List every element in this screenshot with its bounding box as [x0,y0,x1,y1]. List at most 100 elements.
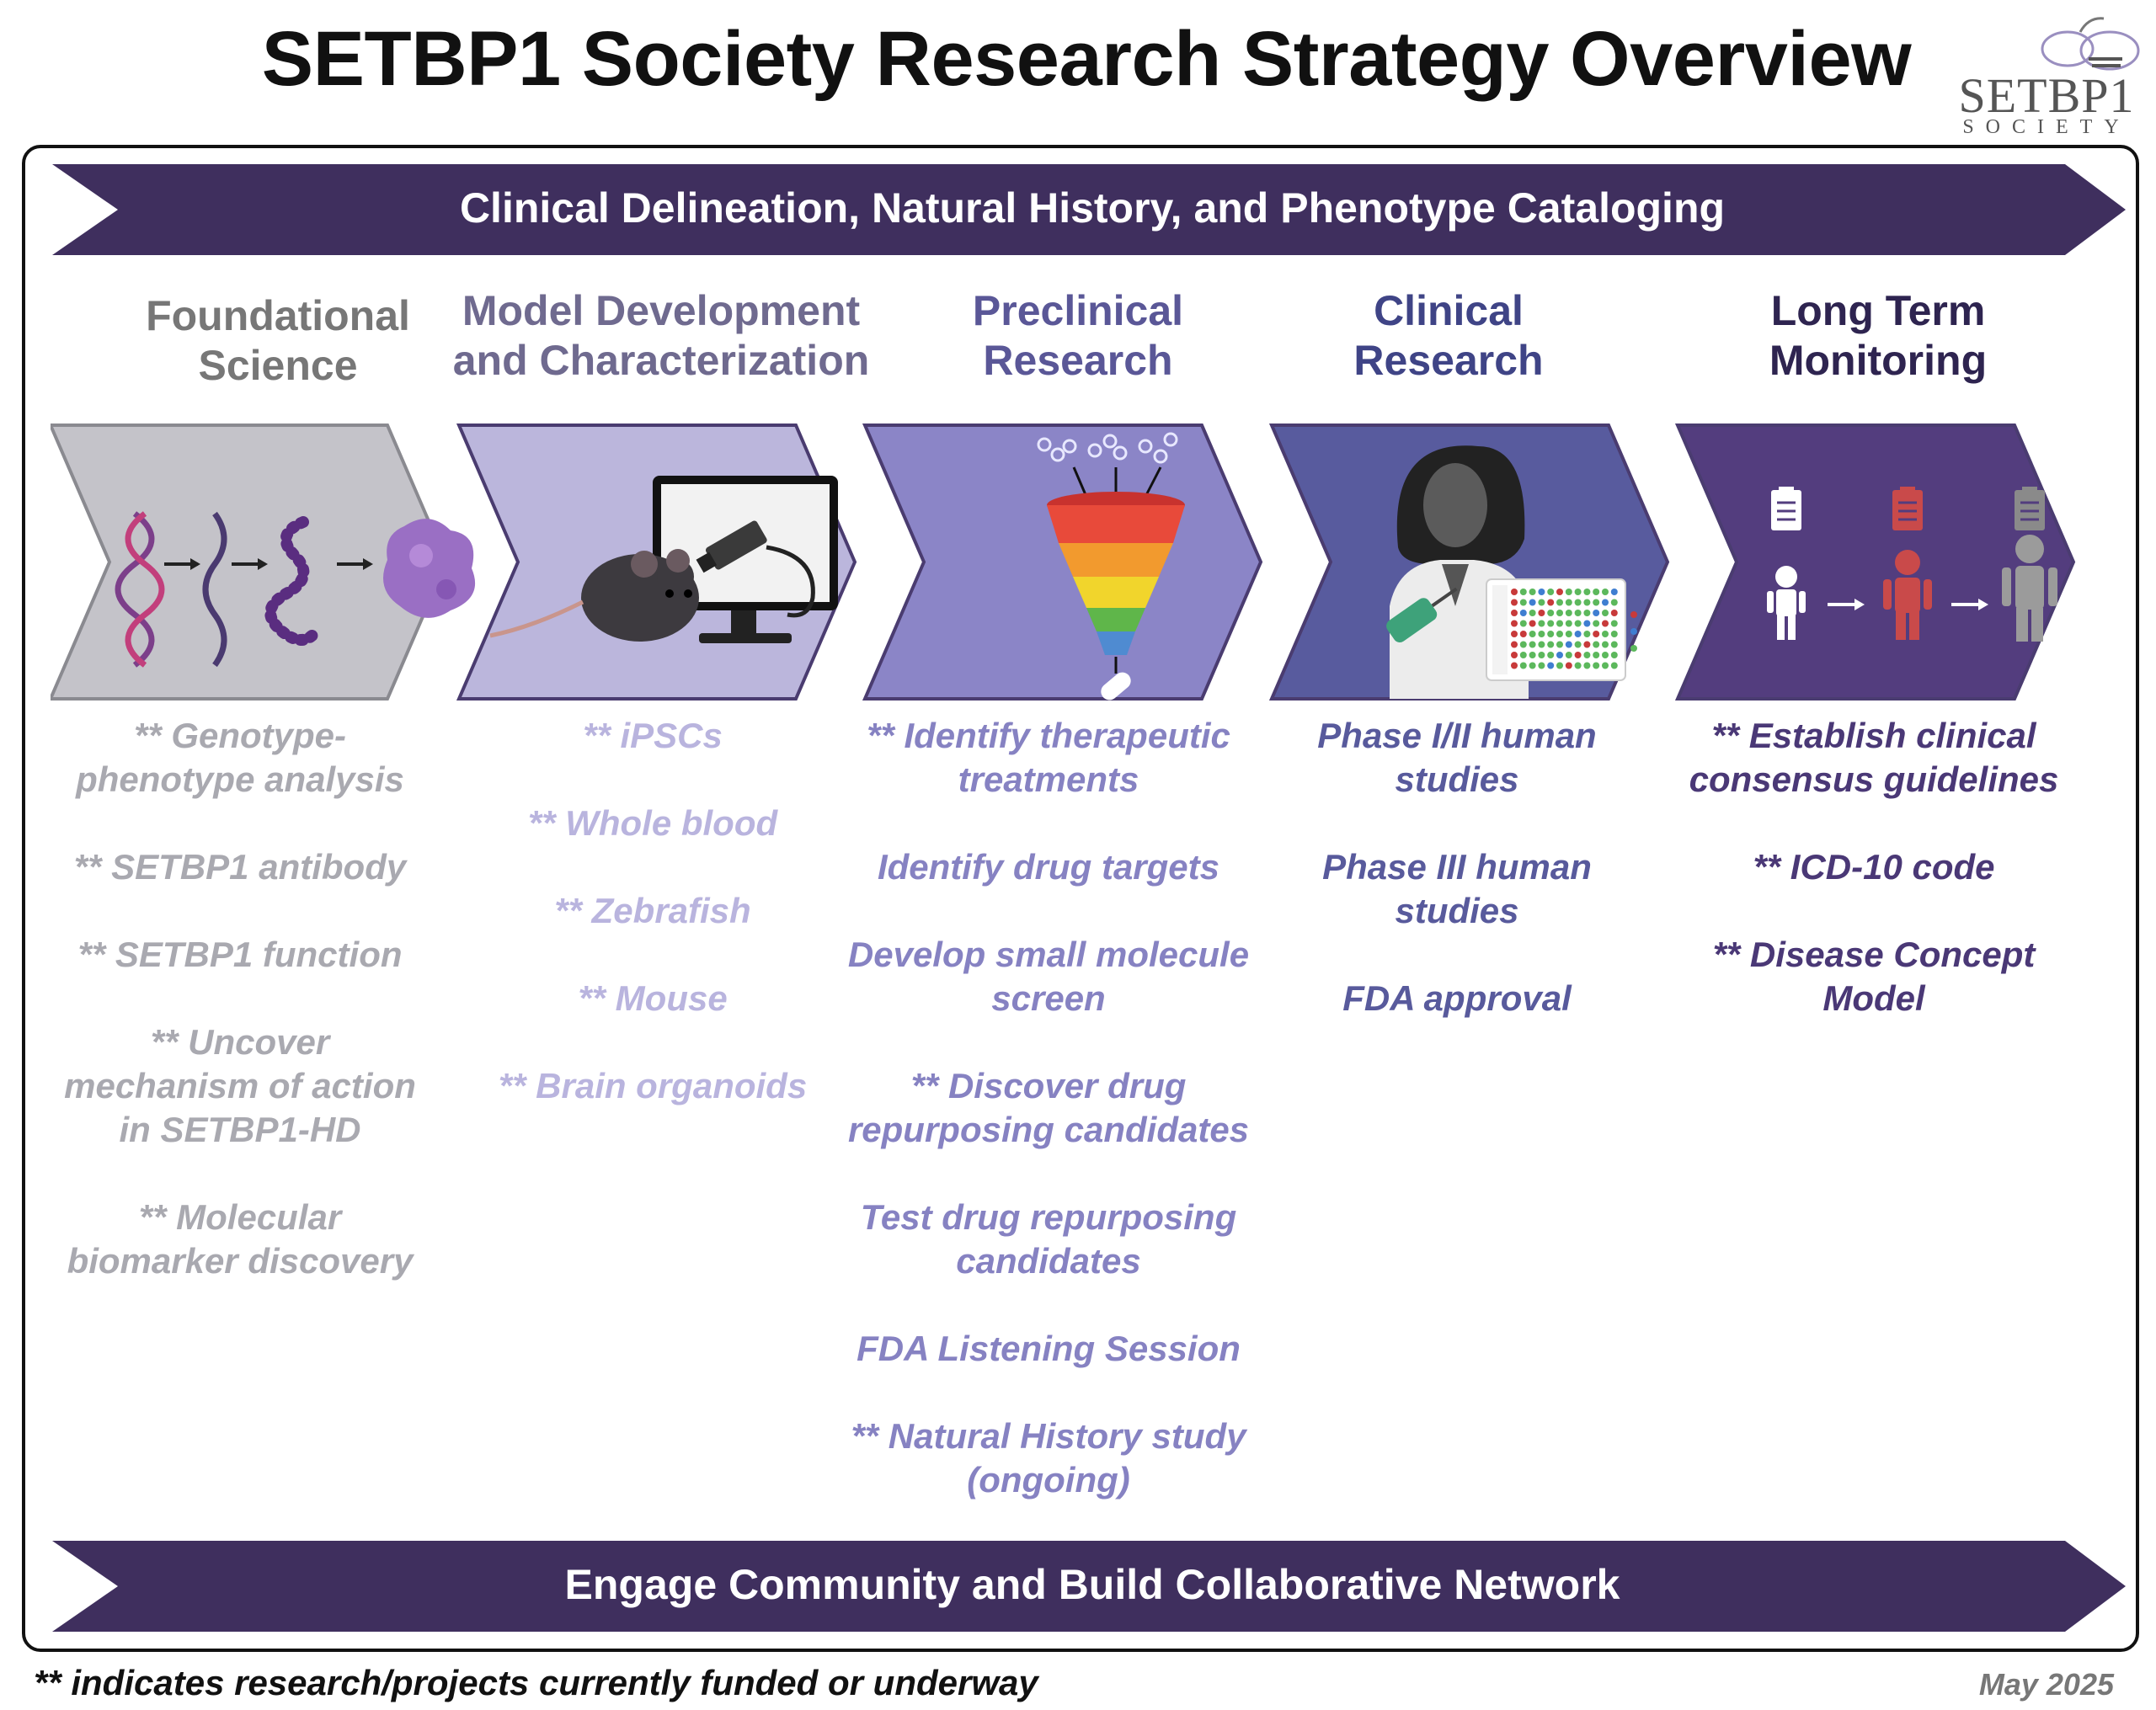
stage-title-clinical-research: Clinical Research [1353,287,1544,384]
plate-well [1565,599,1572,606]
plate-well [1538,620,1545,627]
plate-well [1538,641,1545,648]
clipboard-icon [1892,487,1923,530]
plate-well [1593,641,1600,648]
plate-well [1610,662,1618,669]
plate-well [1565,652,1572,658]
plate-well [1574,610,1582,616]
plate-well [1556,631,1563,637]
research-item: Phase I/II human studies [1317,716,1597,799]
research-item: Test drug repurposing candidates [860,1197,1237,1281]
clipboard-icon [2015,487,2045,530]
screening-funnel-icon [1037,432,1185,701]
top-banner-label: Clinical Delineation, Natural History, a… [459,184,1726,232]
plate-well [1583,652,1591,658]
plate-well [1519,610,1527,616]
plate-well [1593,662,1600,669]
plate-well [1529,631,1536,637]
plate-well [1593,589,1600,595]
stage-items-preclinical-research: ** Identify therapeutic treatments Ident… [842,714,1255,1546]
plate-well [1538,631,1545,637]
research-item: ** Mouse [578,978,728,1018]
plate-well [1565,662,1572,669]
plate-well [1547,589,1555,595]
plate-well [1547,652,1555,658]
plate-well [1593,599,1600,606]
plate-well [1511,620,1518,627]
plate-well [1538,599,1545,606]
plate-well [1519,641,1527,648]
plate-well [1583,620,1591,627]
dna-to-protein-icon [115,511,476,668]
plate-well [1529,652,1536,658]
research-item: FDA Listening Session [857,1329,1241,1368]
plate-well [1556,589,1563,595]
stage-title-preclinical-research: Preclinical Research [972,287,1184,384]
stage-items-long-term-monitoring: ** Establish clinical consensus guidelin… [1684,714,2063,1064]
plate-well [1511,599,1518,606]
plate-well [1602,662,1609,669]
plate-well [1602,641,1609,648]
plate-well [1529,620,1536,627]
plate-well [1519,631,1527,637]
plate-well [1556,662,1563,669]
plate-well [1574,589,1582,595]
plate-well [1529,641,1536,648]
plate-well [1529,662,1536,669]
date-label: May 2025 [1978,1667,2114,1702]
plate-well [1519,589,1527,595]
plate-well [1610,620,1618,627]
plate-well [1574,599,1582,606]
plate-well [1511,652,1518,658]
plate-well [1583,589,1591,595]
plate-well [1547,620,1555,627]
logo-subtitle: SOCIETY [1962,116,2131,138]
research-item: ** Discover drug repurposing candidates [847,1066,1250,1149]
plate-well [1593,610,1600,616]
plate-well [1610,589,1618,595]
stage-items-foundational-science: ** Genotype-phenotype analysis ** SETBP1… [51,714,430,1327]
plate-well [1565,620,1572,627]
research-item: ** Brain organoids [498,1066,808,1105]
plate-well [1556,652,1563,658]
scientist-with-plate-icon [1386,445,1637,699]
top-banner-arrow [52,164,2126,255]
research-item: ** Establish clinical consensus guidelin… [1689,716,2059,799]
stage-items-clinical-research: Phase I/II human studies Phase III human… [1289,714,1625,1064]
plate-well [1602,599,1609,606]
longitudinal-monitoring-icon [1767,487,2057,642]
plate-well [1511,610,1518,616]
clipboard-icon [1771,487,1801,530]
plate-well [1519,620,1527,627]
plate-well [1610,641,1618,648]
plate-well [1511,662,1518,669]
plate-well [1610,652,1618,658]
plate-well [1593,631,1600,637]
plate-well [1556,641,1563,648]
research-item: ** Natural History study (ongoing) [851,1416,1246,1500]
stage-chevron [1674,424,2076,701]
plate-well [1519,662,1527,669]
plate-well [1574,652,1582,658]
plate-well [1511,631,1518,637]
plate-well [1538,662,1545,669]
research-item: ** iPSCs [583,716,723,755]
plate-well [1519,652,1527,658]
plate-well [1556,620,1563,627]
society-logo [1937,8,2148,143]
content-frame [22,145,2139,1652]
research-item: Phase III human studies [1322,847,1592,930]
research-item: Develop small molecule screen [847,935,1250,1018]
research-item: ** SETBP1 function [77,935,403,974]
plate-well [1529,610,1536,616]
plate-well [1547,662,1555,669]
stage-chevron [862,424,1263,701]
plate-well [1556,599,1563,606]
stage-title-foundational-science: Foundational Science [146,292,410,389]
adult-figure-icon [2002,535,2057,642]
plate-well [1602,652,1609,658]
plate-well [1574,662,1582,669]
child-figure-icon [1767,566,1806,640]
plate-well [1602,610,1609,616]
plate-well [1547,631,1555,637]
